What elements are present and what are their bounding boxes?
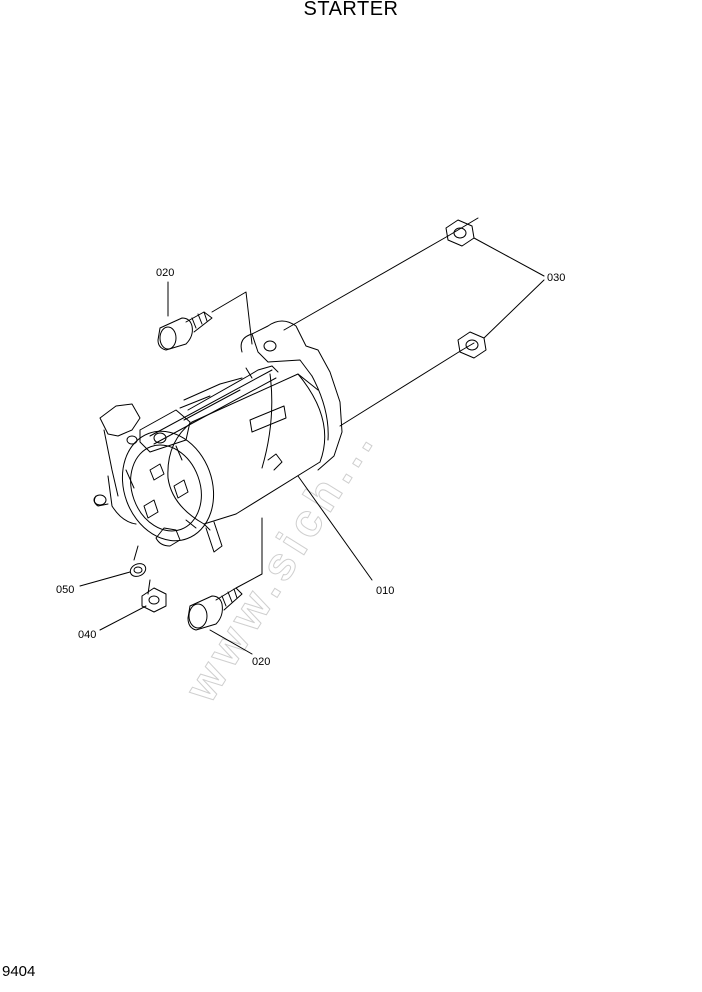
callout-040: 040 (78, 629, 96, 641)
callout-030: 030 (547, 272, 565, 284)
nut-030-bottom (457, 331, 487, 359)
callout-labels: 020 030 010 050 040 020 (56, 267, 565, 668)
page-number: 9404 (2, 963, 36, 980)
starter-motor (93, 320, 343, 553)
watermark: www.sich... (173, 415, 385, 711)
nut-030-top (445, 219, 475, 247)
page-title: STARTER (303, 0, 399, 20)
washer-050 (129, 563, 147, 577)
callout-010: 010 (376, 585, 394, 597)
callout-020-top: 020 (156, 267, 174, 279)
bolt-020-top (157, 311, 213, 351)
watermark-text: www.sich... (174, 416, 385, 711)
callout-020-bottom: 020 (252, 656, 270, 668)
callout-050: 050 (56, 584, 74, 596)
bolt-020-bottom (187, 587, 243, 631)
nut-040 (141, 587, 167, 613)
leader-lines (79, 237, 545, 655)
